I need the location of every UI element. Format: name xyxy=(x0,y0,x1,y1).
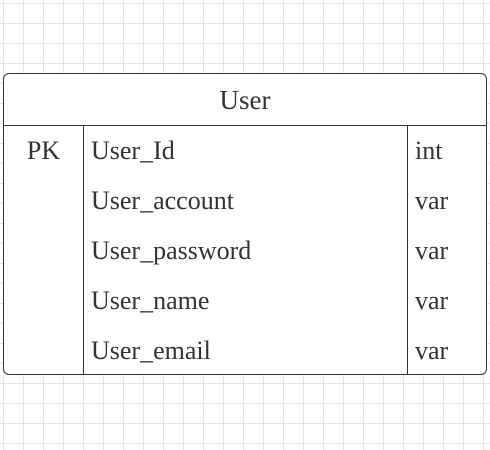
attribute-name: User_name xyxy=(91,286,210,315)
attribute-row-user-name[interactable]: User_name var xyxy=(4,276,486,326)
attribute-type: var xyxy=(415,186,449,215)
type-column-divider xyxy=(407,126,408,375)
entity-header: User xyxy=(4,74,486,126)
attribute-type: var xyxy=(415,236,449,265)
key-label xyxy=(4,326,83,376)
key-column-divider xyxy=(83,126,84,375)
attribute-name: User_password xyxy=(91,236,252,265)
key-label xyxy=(4,226,83,276)
attribute-row-user-password[interactable]: User_password var xyxy=(4,226,486,276)
primary-key-label: PK xyxy=(26,136,61,165)
attribute-row-user-id[interactable]: PK User_Id int xyxy=(4,126,486,176)
attribute-name: User_account xyxy=(91,186,234,215)
attribute-type: var xyxy=(415,336,449,365)
key-label xyxy=(4,276,83,326)
attribute-row-user-account[interactable]: User_account var xyxy=(4,176,486,226)
attribute-type: int xyxy=(415,136,443,165)
attribute-name: User_Id xyxy=(91,136,175,165)
entity-title: User xyxy=(219,85,271,115)
attribute-row-user-email[interactable]: User_email var xyxy=(4,326,486,376)
user-entity-table[interactable]: User PK User_Id int User_account var Use… xyxy=(3,73,487,375)
attribute-type: var xyxy=(415,286,449,315)
attribute-name: User_email xyxy=(91,336,211,365)
key-label xyxy=(4,176,83,226)
